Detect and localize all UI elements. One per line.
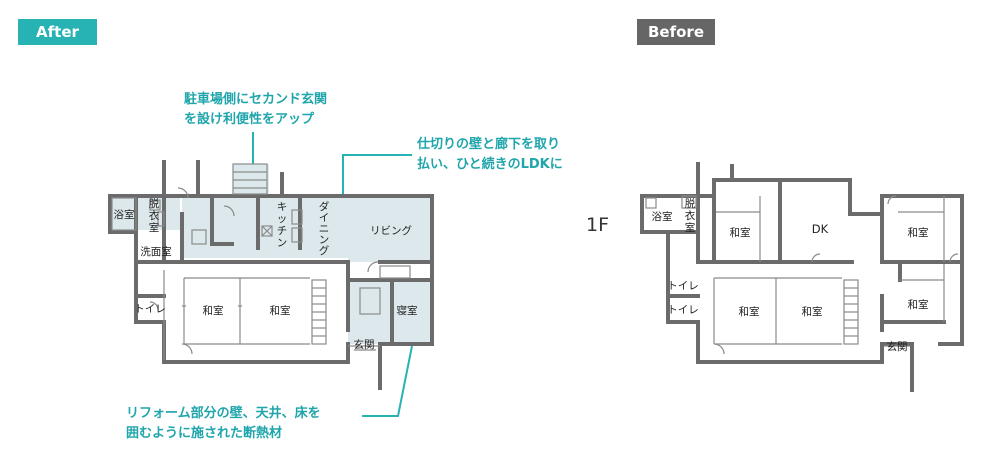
after-tag: After [18, 19, 97, 45]
after-room-washroom: 洗面室 [140, 245, 172, 258]
after-room-bedroom: 寝室 [397, 304, 418, 317]
after-room-dining-5: グ [319, 244, 330, 257]
before-room-toilet-1: トイレ [667, 280, 699, 292]
before-walls [640, 162, 964, 392]
after-details [111, 163, 411, 360]
before-room-dressing-3: 室 [685, 221, 696, 234]
before-details [645, 195, 959, 355]
after-walls [108, 160, 434, 390]
before-room-washitsu-2: 和室 [908, 226, 929, 239]
after-room-kitchen-4: ン [277, 237, 288, 249]
after-room-kitchen-1: キ [277, 201, 288, 213]
after-room-washitsu-1: 和室 [203, 304, 224, 317]
before-room-washitsu-5: 和室 [908, 298, 929, 311]
before-room-washitsu-1: 和室 [730, 226, 751, 239]
after-room-living: リビング [370, 224, 412, 237]
after-room-kitchen-2: ッ [277, 213, 288, 225]
after-room-dressing-3: 室 [149, 221, 160, 234]
before-plan: 浴室 脱 衣 室 和室 DK 和室 和室 和室 和室 トイレ トイレ 玄関 [640, 162, 964, 392]
before-room-dk: DK [812, 222, 829, 236]
note-second-entrance-line-2: を設け利便性をアップ [184, 112, 315, 127]
before-room-dressing-2: 衣 [685, 209, 696, 222]
note-ldk: 仕切りの壁と廊下を取り 払い、ひと続きのLDKに [417, 135, 563, 175]
after-plan: 浴室 脱 衣 室 洗面室 キ ッ チ ン ダ イ ニ ン グ リビング 和室 和… [108, 160, 434, 390]
after-room-dining-2: イ [319, 212, 330, 224]
after-room-kitchen-3: チ [277, 225, 288, 237]
note-second-entrance: 駐車場側にセカンド玄関 を設け利便性をアップ [184, 90, 327, 130]
before-room-genkan: 玄関 [887, 340, 908, 353]
after-room-dining-4: ン [319, 234, 330, 246]
floor-label: 1F [586, 214, 610, 236]
after-room-dressing-2: 衣 [149, 209, 160, 222]
before-room-dressing-1: 脱 [685, 197, 696, 210]
note-ldk-line-1: 仕切りの壁と廊下を取り [417, 137, 561, 152]
before-room-washitsu-4: 和室 [802, 305, 823, 318]
after-room-toilet: トイレ [134, 303, 166, 315]
after-room-genkan: 玄関 [354, 338, 375, 351]
after-room-dining-1: ダ [319, 200, 330, 213]
note-second-entrance-line-1: 駐車場側にセカンド玄関 [184, 92, 328, 107]
after-room-washitsu-2: 和室 [270, 304, 291, 317]
note-ldk-line-2: 払い、ひと続きのLDKに [417, 157, 563, 172]
note-insulation-line-2: 囲むように施された断熱材 [126, 426, 283, 441]
after-room-dressing-1: 脱 [149, 197, 160, 210]
leader-insulation [362, 345, 413, 417]
before-room-toilet-2: トイレ [667, 304, 699, 316]
after-room-dining-3: ニ [319, 223, 330, 235]
before-room-bath: 浴室 [652, 210, 673, 223]
note-insulation: リフォーム部分の壁、天井、床を 囲むように施された断熱材 [126, 404, 321, 444]
before-tag: Before [637, 19, 715, 45]
leader-lines [249, 132, 417, 417]
after-room-bath: 浴室 [114, 208, 135, 221]
note-insulation-line-1: リフォーム部分の壁、天井、床を [126, 406, 321, 421]
before-room-washitsu-3: 和室 [739, 305, 760, 318]
